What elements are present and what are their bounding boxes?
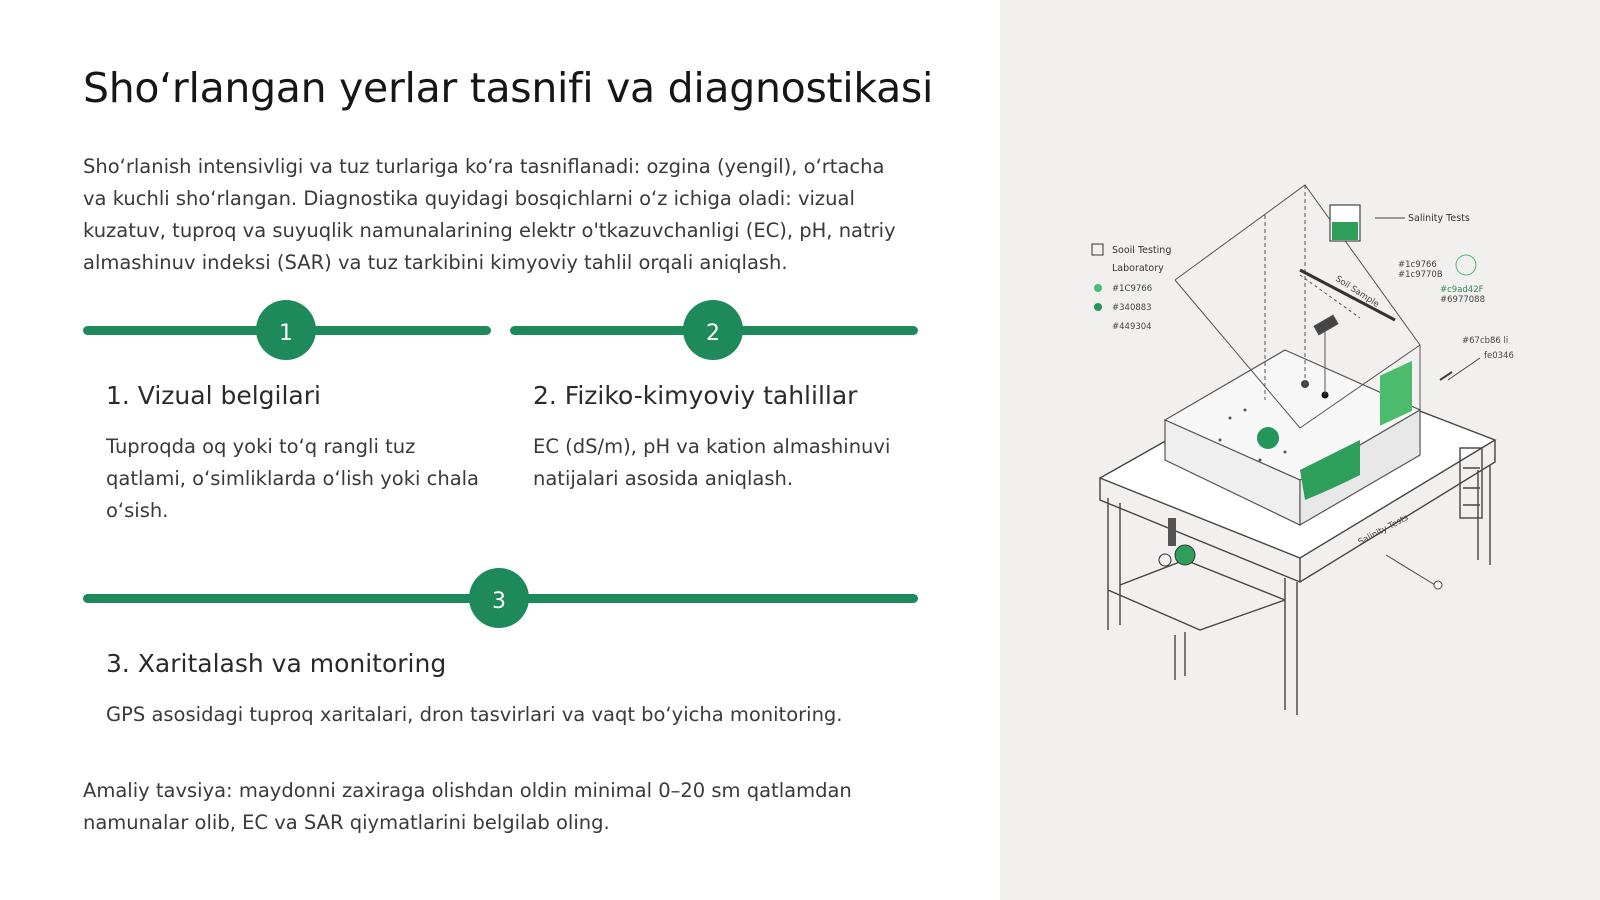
step-3-text: GPS asosidagi tuproq xaritalari, dron ta…	[106, 703, 843, 726]
step-3-number: 3	[469, 568, 529, 628]
illustration-panel: Sooil Testing Laboratory #1C9766 #340883…	[1000, 0, 1600, 900]
legend-1: #1C9766	[1112, 284, 1152, 294]
code-top-1: #1c9766	[1398, 260, 1437, 270]
step-1-title: 1. Vizual belgilari	[106, 381, 321, 410]
sample-tank	[1163, 349, 1422, 527]
intro-paragraph: Sho‘rlanish intensivligi va tuz turlarig…	[83, 155, 896, 274]
lab-icon	[1091, 243, 1104, 256]
lab-label-2: Laboratory	[1112, 263, 1164, 274]
code-green-1: #c9ad42F	[1440, 285, 1484, 295]
step-2-title: 2. Fiziko-kimyoviy tahlillar	[533, 381, 858, 410]
soil-lab-illustration: Sooil Testing Laboratory #1C9766 #340883…	[1091, 184, 1514, 715]
beaker-icon	[1329, 204, 1405, 242]
gauge-icon	[1455, 254, 1477, 276]
step-2-text: EC (dS/m), pH va kation almashinuvi nati…	[533, 435, 891, 490]
step-1-text: Tuproqda oq yoki to‘q rangli tuz qatlami…	[106, 435, 480, 522]
legend-dot-2	[1094, 303, 1102, 311]
legend-2: #340883	[1112, 303, 1152, 313]
code-right-1: #67cb86 li	[1462, 336, 1508, 346]
step-1-number: 1	[256, 300, 316, 360]
code-top-2: #1c9770B	[1398, 270, 1443, 280]
legend-3: #449304	[1112, 322, 1152, 332]
code-green-2: #6977088	[1440, 295, 1485, 305]
content-panel: Sho‘rlangan yerlar tasnifi va diagnostik…	[83, 64, 934, 834]
salinity-tests-label: Salinity Tests	[1408, 213, 1470, 224]
measurement-frame	[1174, 184, 1421, 440]
lab-label-1: Sooil Testing	[1112, 245, 1171, 256]
legend-dot-1	[1094, 284, 1102, 292]
pump-icon	[1158, 518, 1196, 567]
step-2-number: 2	[683, 300, 743, 360]
page-title: Sho‘rlangan yerlar tasnifi va diagnostik…	[83, 64, 934, 112]
step-3-title: 3. Xaritalash va monitoring	[106, 649, 447, 678]
practical-tip: Amaliy tavsiya: maydonni zaxiraga olishd…	[83, 779, 852, 834]
code-right-2: fe0346	[1484, 351, 1514, 361]
